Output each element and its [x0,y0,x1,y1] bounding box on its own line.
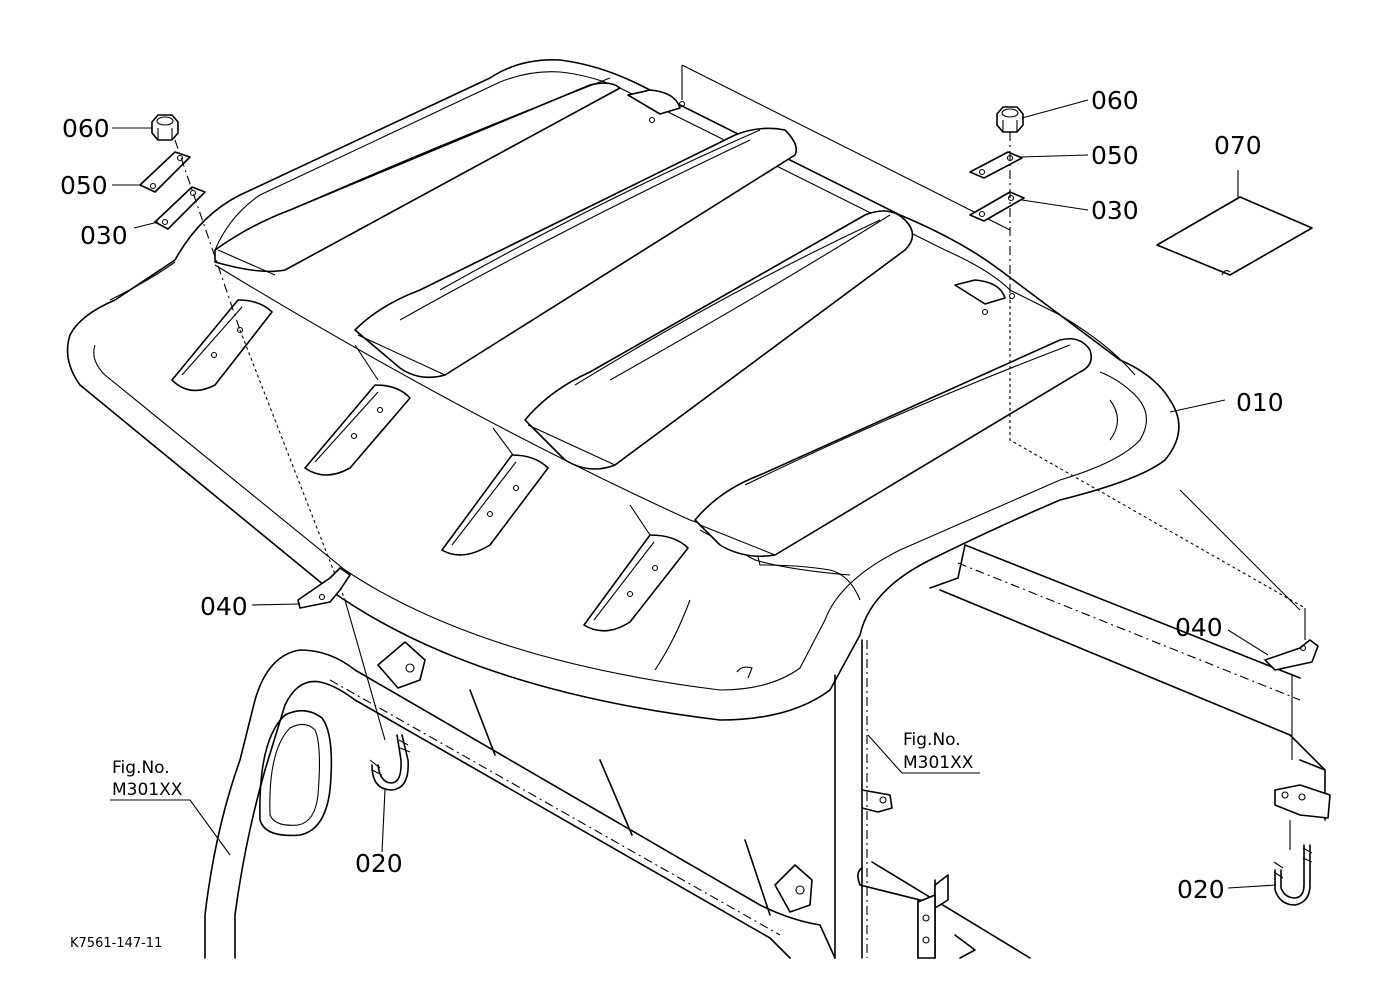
plate-030-right[interactable] [969,191,1025,222]
drawing-code: K7561-147-11 [70,936,162,951]
hardware-left [139,114,411,791]
canopy-roof [66,59,1180,721]
u-bolt-020-right[interactable] [1273,844,1313,906]
label-060-right: 060 [1091,86,1139,115]
fig-ref-right-line1: Fig.No. [903,730,961,750]
label-050-left: 050 [60,171,108,200]
hardware-right [969,106,1319,906]
fig-ref-left-line2: M301XX [112,780,183,800]
label-030-left: 030 [80,221,128,250]
vent-slot [171,299,273,392]
label-010: 010 [1236,388,1284,417]
label-070: 070 [1214,131,1262,160]
label-020-left: 020 [355,849,403,878]
plate-030-left[interactable] [154,186,206,230]
part-labels: 060 050 030 060 050 030 070 010 040 040 … [60,86,1284,904]
decal-sheet-070[interactable] [1156,196,1313,276]
figure-reference-right[interactable]: Fig.No. M301XX [903,730,974,773]
label-040-left: 040 [200,592,248,621]
label-030-right: 030 [1091,196,1139,225]
label-060-left: 060 [62,114,110,143]
plate-050-left[interactable] [139,151,191,193]
vent-slot [304,384,411,476]
rops-frame-left [204,641,836,959]
nut-060-right[interactable] [996,106,1024,133]
rops-frame-right [834,544,1331,959]
fig-ref-right-line2: M301XX [903,753,974,773]
bracket-040-left[interactable] [297,567,351,609]
plate-050-right[interactable] [969,151,1023,179]
nut-060-left[interactable] [151,114,179,141]
u-bolt-020-left[interactable] [369,734,411,791]
vent-slot [583,534,689,632]
bracket-040-right[interactable] [1264,639,1319,671]
label-050-right: 050 [1091,141,1139,170]
vent-slot [441,454,549,556]
label-040-right: 040 [1175,613,1223,642]
leader-lines [110,99,1277,889]
fig-ref-left-line1: Fig.No. [112,758,170,778]
frame-edge [1179,489,1301,611]
frame-edge [681,64,1011,231]
label-020-right: 020 [1177,875,1225,904]
figure-reference-left[interactable]: Fig.No. M301XX [112,758,183,800]
